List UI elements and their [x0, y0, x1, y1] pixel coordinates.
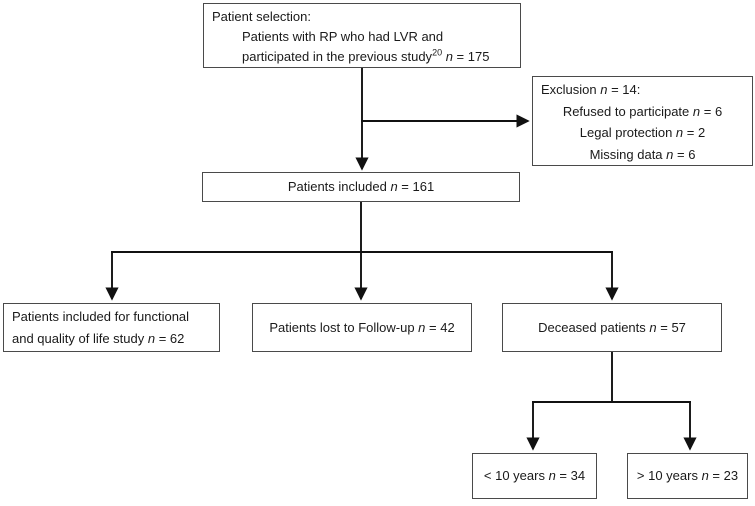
- flow-box-patients-included: Patients included n = 161: [202, 172, 520, 202]
- box-text-line: Patients with RP who had LVR and: [242, 29, 444, 44]
- box-text-line: Patients included n = 161: [287, 179, 435, 194]
- box-text-line: < 10 years n = 34: [483, 468, 586, 483]
- box-text-line: participated in the previous study20 n =…: [242, 47, 490, 64]
- flow-box-functional-qol-study: Patients included for functional and qual…: [3, 303, 220, 352]
- box-text-line: Missing data n = 6: [589, 146, 696, 162]
- flow-box-lost-to-followup: Patients lost to Follow-up n = 42: [252, 303, 472, 352]
- flow-box-exclusion: Exclusion n = 14: Refused to participate …: [532, 76, 753, 166]
- box-text-line: Patients included for functional: [12, 308, 190, 324]
- box-text-line: Refused to participate n = 6: [562, 103, 723, 119]
- box-text-line: Legal protection n = 2: [579, 125, 706, 140]
- flow-box-less-than-10-years: < 10 years n = 34: [472, 453, 597, 499]
- box-text-line: Patients lost to Follow-up n = 42: [269, 319, 455, 335]
- box-text-line: and quality of life study n = 62: [12, 330, 185, 346]
- box-text-line: Exclusion n = 14:: [541, 82, 641, 97]
- box-text-line: Patient selection:: [212, 9, 312, 24]
- box-text-line: Deceased patients n = 57: [538, 319, 686, 335]
- flow-box-greater-than-10-years: > 10 years n = 23: [627, 453, 748, 499]
- box-text-line: > 10 years n = 23: [636, 468, 739, 483]
- flow-box-deceased-patients: Deceased patients n = 57: [502, 303, 722, 352]
- flow-box-patient-selection: Patient selection: Patients with RP who h…: [203, 3, 521, 68]
